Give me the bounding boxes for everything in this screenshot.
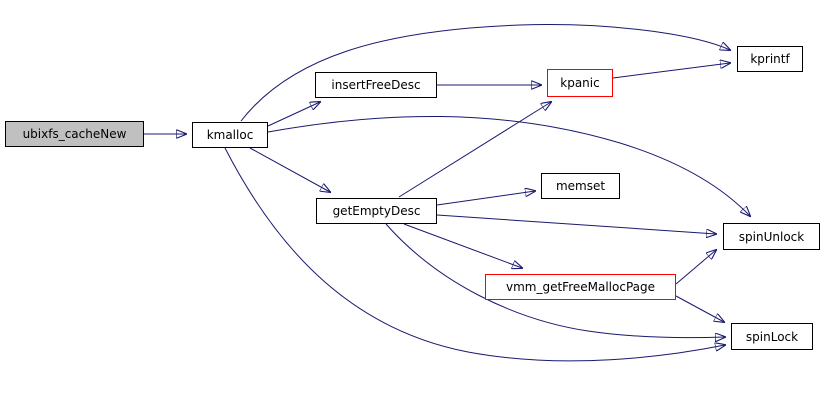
edge-getEmptyDesc-memset <box>436 191 535 206</box>
edge-kmalloc-spinUnlock <box>267 115 750 216</box>
edge-kmalloc-kprintf <box>240 24 730 122</box>
edge-kmalloc-insertFreeDesc <box>267 102 320 127</box>
node-spinLock[interactable]: spinLock <box>731 323 813 350</box>
node-kmalloc[interactable]: kmalloc <box>192 122 268 148</box>
node-ubixfs_cacheNew: ubixfs_cacheNew <box>5 121 144 147</box>
edge-getEmptyDesc-spinUnlock <box>436 214 716 234</box>
edge-vmm_getFreeMallocPage-spinLock <box>675 295 724 322</box>
node-kprintf[interactable]: kprintf <box>737 46 803 72</box>
node-getEmptyDesc[interactable]: getEmptyDesc <box>316 198 437 224</box>
node-insertFreeDesc[interactable]: insertFreeDesc <box>315 72 437 98</box>
edge-kmalloc-spinLock <box>224 147 725 362</box>
edge-getEmptyDesc-kpanic <box>398 102 551 198</box>
node-kpanic[interactable]: kpanic <box>547 69 613 97</box>
edge-kmalloc-getEmptyDesc <box>249 147 330 192</box>
edge-getEmptyDesc-vmm_getFreeMallocPage <box>403 223 522 268</box>
node-vmm_getFreeMallocPage[interactable]: vmm_getFreeMallocPage <box>485 274 676 300</box>
node-spinUnlock[interactable]: spinUnlock <box>723 223 820 250</box>
edge-vmm_getFreeMallocPage-spinUnlock <box>675 250 716 285</box>
node-memset[interactable]: memset <box>541 173 620 199</box>
edge-kpanic-kprintf <box>612 63 730 79</box>
edge-getEmptyDesc-spinLock <box>385 223 725 338</box>
